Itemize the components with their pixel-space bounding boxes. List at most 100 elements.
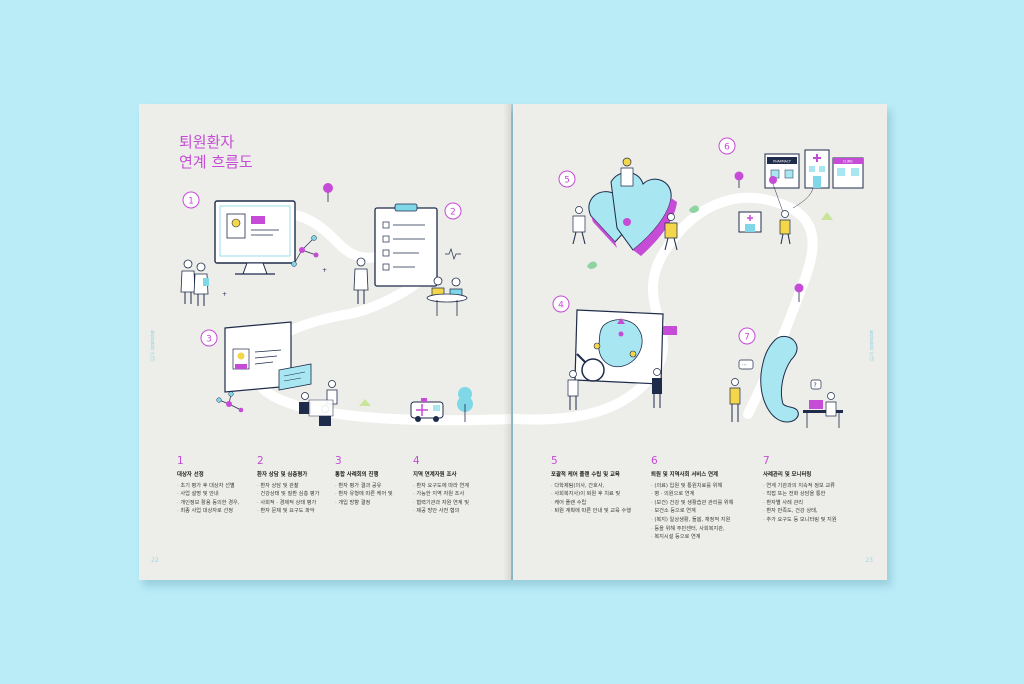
puzzle-heart-icon xyxy=(588,172,677,256)
step-5-item: 케어 플랜 수립 xyxy=(551,499,633,508)
step-2-item: 환자 상담 및 관찰 xyxy=(257,482,339,491)
step-2-number: 2 xyxy=(257,455,264,467)
title-line-2: 연계 흐름도 xyxy=(179,153,253,171)
mountain-icon xyxy=(359,399,371,406)
sparkle-icons: + + xyxy=(222,267,327,298)
page-number-right: 23 xyxy=(865,557,873,564)
badge-7-label: 7 xyxy=(744,333,750,343)
step-7: 7 사례관리 및 모니터링 연계 기관과의 지속적 정보 교류 직접 또는 전화… xyxy=(763,454,845,525)
step-7-title: 사례관리 및 모니터링 xyxy=(763,472,812,478)
step-5: 5 포괄적 케어 플랜 수립 및 교육 다학제팀(의사, 간호사, 사회복지사)… xyxy=(551,454,633,516)
step-6-item: 복지시설 등으로 연계 xyxy=(651,533,733,542)
left-page: 퇴원환자 연계 흐름도 1 xyxy=(139,104,511,580)
badge-5: 5 xyxy=(558,170,576,188)
badge-4: 4 xyxy=(552,295,570,313)
step-6-item: 등을 위해 주민센터, 사회복지관, xyxy=(651,525,733,534)
ambulance-icon xyxy=(410,398,444,422)
right-page: 5 xyxy=(513,104,887,580)
call-figures: ··· ? xyxy=(729,359,843,428)
step-1-title: 대상자 선정 xyxy=(177,472,204,478)
small-hospital-icon xyxy=(738,211,762,233)
tree-icon xyxy=(457,387,473,422)
badge-6-label: 6 xyxy=(724,143,730,153)
side-label-right: 통합돌봄 안내 xyxy=(868,330,874,362)
svg-text:···: ··· xyxy=(742,363,747,369)
step-6-item: 병 · 의원으로 연계 xyxy=(651,490,733,499)
step-1: 1 대상자 선정 초기 평가 후 대상자 선별 사업 설명 및 안내 개인정보 … xyxy=(177,454,259,516)
svg-text:+: + xyxy=(322,267,327,274)
step-4-item: 협력기관과 자원 연계 및 xyxy=(413,499,495,508)
nurse-figure xyxy=(353,257,369,304)
step-7-item: 환자 만족도, 건강 상태, xyxy=(763,507,845,516)
step-2: 2 환자 상담 및 심층평가 환자 상담 및 관찰 건강상태 및 질환 심층 평… xyxy=(257,454,339,516)
step-7-item: 직접 또는 전화 상담을 통한 xyxy=(763,490,845,499)
step-4-item: 가능한 지역 자원 조사 xyxy=(413,490,495,499)
leaf-icons xyxy=(587,205,699,269)
svg-text:+: + xyxy=(222,291,227,298)
step-3-number: 3 xyxy=(335,455,342,467)
pharmacy-building-icon: PHARMACY xyxy=(764,153,800,189)
step-3-item: 개입 방향 결정 xyxy=(335,499,417,508)
step-1-number: 1 xyxy=(177,455,184,467)
svg-text:?: ? xyxy=(814,382,817,389)
title-line-1: 퇴원환자 xyxy=(179,133,235,151)
step-3: 3 통합 사례회의 진행 환자 평가 결과 공유 환자 유형에 따른 케어 및 … xyxy=(335,454,417,507)
step-7-number: 7 xyxy=(763,455,770,467)
step-7-item: 추가 요구도 등 모니터링 및 지원 xyxy=(763,516,845,525)
step-2-title: 환자 상담 및 심층평가 xyxy=(257,472,308,478)
badge-1-label: 1 xyxy=(188,197,194,207)
side-label-left: 통합돌봄 안내 xyxy=(149,330,155,362)
step-7-item: 연계 기관과의 지속적 정보 교류 xyxy=(763,482,845,491)
step-4-item: 제공 방안 사전 협의 xyxy=(413,507,495,516)
hospital-building-icon xyxy=(804,149,830,189)
researcher-figures xyxy=(567,368,662,410)
step-1-item: 개인정보 활용 동의한 경우, xyxy=(177,499,259,508)
step-2-item: 사회적 · 경제적 상태 평가 xyxy=(257,499,339,508)
step-5-item: 다학제팀(의사, 간호사, xyxy=(551,482,633,491)
presentation-board xyxy=(224,321,312,393)
step-6-item: (보건) 건강 및 생활습관 관리를 위해 xyxy=(651,499,733,508)
step-4-number: 4 xyxy=(413,455,420,467)
step-5-item: 사회복지사)이 퇴원 후 치료 및 xyxy=(551,490,633,499)
step-1-item: 사업 설명 및 안내 xyxy=(177,490,259,499)
page-number-left: 22 xyxy=(151,557,159,564)
mountain-icon-right xyxy=(821,212,833,220)
care-team-figures xyxy=(572,157,678,251)
step-2-item: 환자 문제 및 요구도 파악 xyxy=(257,507,339,516)
step-4-item: 환자 요구도에 따라 연계 xyxy=(413,482,495,491)
step-3-title: 통합 사례회의 진행 xyxy=(335,472,379,478)
step-1-item: 최종 사업 대상자로 선정 xyxy=(177,507,259,516)
badge-2-label: 2 xyxy=(450,208,456,218)
location-pin-icon xyxy=(323,183,333,202)
badge-2: 2 xyxy=(444,202,462,220)
step-7-item: 환자별 사례 관리 xyxy=(763,499,845,508)
meeting-figures xyxy=(299,380,338,426)
badge-6: 6 xyxy=(718,137,736,155)
network-nodes-icon xyxy=(291,235,319,267)
monitor-icon xyxy=(214,200,296,275)
network-nodes-icon-2 xyxy=(216,391,244,413)
location-pin-icon-right xyxy=(734,171,804,302)
brochure-spread: 퇴원환자 연계 흐름도 1 xyxy=(139,104,887,580)
badge-5-label: 5 xyxy=(564,176,570,186)
balloon-figure xyxy=(769,176,814,245)
step-6-item: (의료) 입원 및 통원치료를 위해 xyxy=(651,482,733,491)
doctors-figures xyxy=(180,259,209,306)
step-5-title: 포괄적 케어 플랜 수립 및 교육 xyxy=(551,472,620,478)
flow-illustration-right: 5 xyxy=(513,137,864,428)
flow-illustration-left: 1 xyxy=(180,183,511,426)
step-4: 4 지역 연계자원 조사 환자 요구도에 따라 연계 가능한 지역 자원 조사 … xyxy=(413,454,495,516)
clipboard-icon xyxy=(374,203,438,287)
step-6-item: 보건소 등으로 연계 xyxy=(651,507,733,516)
badge-3-label: 3 xyxy=(206,335,212,345)
badge-4-label: 4 xyxy=(558,301,564,311)
magnifier-icon xyxy=(576,353,605,382)
page-title: 퇴원환자 연계 흐름도 xyxy=(179,132,253,172)
badge-1: 1 xyxy=(182,191,200,209)
clinic-building-icon: CLINIC xyxy=(832,157,864,189)
step-6-item: (복지) 일상생활, 돌봄, 재정적 지원 xyxy=(651,516,733,525)
phone-handset-icon xyxy=(760,335,799,423)
step-4-title: 지역 연계자원 조사 xyxy=(413,472,457,478)
step-5-number: 5 xyxy=(551,455,558,467)
pharmacy-sign: PHARMACY xyxy=(773,160,791,164)
